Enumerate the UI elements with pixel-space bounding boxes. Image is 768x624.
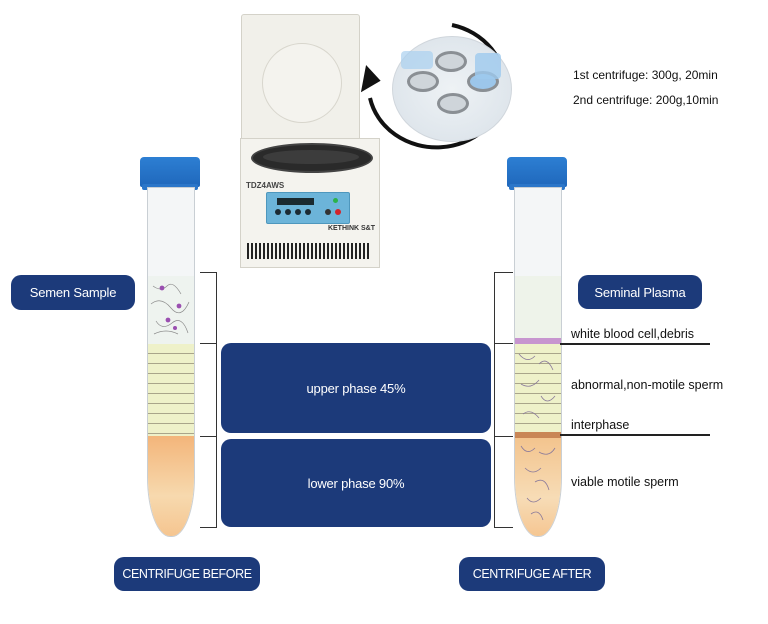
- bracket-seminal-plasma: [494, 272, 513, 344]
- bracket-lower-phase: [200, 436, 217, 528]
- viable-sperm-layer: [515, 438, 561, 536]
- seminal-plasma-label: Seminal Plasma: [578, 275, 702, 309]
- semen-sample-label: Semen Sample: [11, 275, 135, 310]
- abnormal-sperm-layer: [515, 344, 561, 432]
- semen-sample-layer: [148, 276, 194, 344]
- centrifuge-body: TDZ4AWS KETHINK S&T: [240, 138, 380, 268]
- wbc-debris-line: [560, 343, 710, 345]
- control-panel: [266, 192, 350, 224]
- tube-holder: [435, 51, 467, 72]
- stop-button: [325, 209, 331, 215]
- panel-button: [285, 209, 291, 215]
- panel-button: [275, 209, 281, 215]
- tube-body: [514, 187, 562, 537]
- centrifuge-brand: KETHINK S&T: [327, 225, 375, 232]
- lower-phase-layer: [148, 436, 194, 536]
- bracket-upper-phase: [200, 342, 217, 437]
- interphase-line: [560, 434, 710, 436]
- vent-grille: [247, 243, 371, 259]
- panel-button: [305, 209, 311, 215]
- bracket-lower-phase-after: [494, 436, 513, 528]
- lcd-display: [277, 198, 314, 205]
- centrifuge-model: TDZ4AWS: [246, 181, 285, 190]
- tube-cap: [401, 51, 433, 69]
- first-centrifuge-setting: 1st centrifuge: 300g, 20min: [573, 68, 718, 82]
- bracket-upper-phase-after: [494, 342, 513, 437]
- bracket-semen-sample: [200, 272, 217, 344]
- power-led: [333, 198, 338, 203]
- second-centrifuge-setting: 2nd centrifuge: 200g,10min: [573, 93, 719, 107]
- tube-cap: [140, 157, 200, 190]
- centrifuge-lid: [241, 14, 360, 144]
- abnormal-sperm-label: abnormal,non-motile sperm: [571, 378, 724, 392]
- tube-holder: [407, 71, 439, 92]
- rotor-image: [392, 36, 512, 142]
- wbc-debris-band: [515, 338, 561, 344]
- upper-phase-box: upper phase 45%: [221, 343, 491, 433]
- start-button: [335, 209, 341, 215]
- interphase-label: interphase: [571, 418, 630, 432]
- lid-window: [262, 43, 342, 123]
- tube-holder: [437, 93, 469, 114]
- centrifuge-before-label: CENTRIFUGE BEFORE: [114, 557, 260, 591]
- lower-phase-box: lower phase 90%: [221, 439, 491, 527]
- interphase-band: [515, 432, 561, 438]
- seminal-plasma-layer: [515, 276, 561, 340]
- upper-phase-layer: [148, 344, 194, 436]
- centrifuge-after-label: CENTRIFUGE AFTER: [459, 557, 605, 591]
- panel-button: [295, 209, 301, 215]
- viable-sperm-label: viable motile sperm: [571, 475, 679, 489]
- rotor-chamber: [251, 143, 373, 173]
- tube-body: [147, 187, 195, 537]
- tube-cap: [475, 53, 501, 79]
- tube-cap: [507, 157, 567, 190]
- wbc-debris-label: white blood cell,debris: [571, 327, 694, 341]
